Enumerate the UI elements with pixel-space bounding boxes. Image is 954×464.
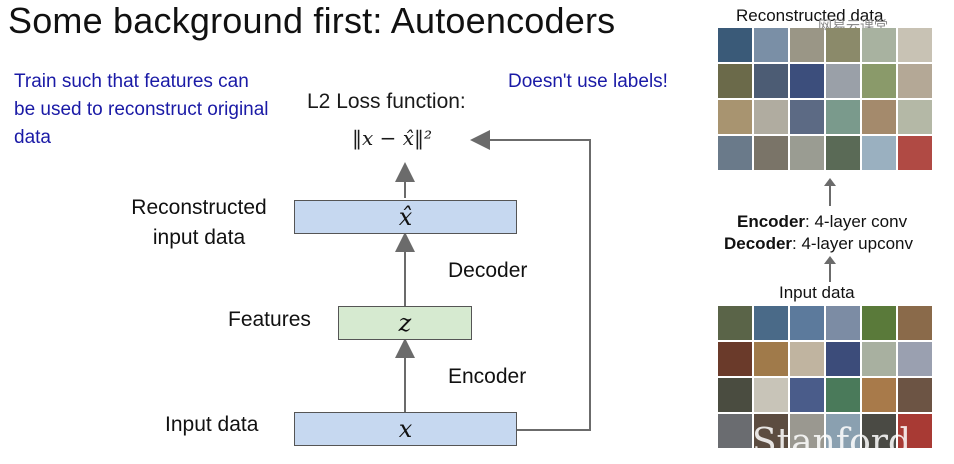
input-thumbnail — [862, 306, 896, 340]
input-thumbnail — [826, 378, 860, 412]
reconstructed-box: x̂ — [294, 200, 517, 234]
reconstructed-image-grid — [718, 28, 932, 170]
reconstructed-thumbnail — [754, 28, 788, 62]
decoder-key: Decoder — [724, 234, 793, 253]
input-thumbnail — [790, 378, 824, 412]
arrow-up-top — [824, 178, 836, 206]
input-label: Input data — [165, 413, 259, 436]
slide-title: Some background first: Autoencoders — [8, 0, 616, 41]
reconstructed-thumbnail — [718, 100, 752, 134]
decoder-desc: Decoder: 4-layer upconv — [724, 234, 913, 254]
encoder-desc: Encoder: 4-layer conv — [737, 212, 907, 232]
features-label: Features — [228, 308, 311, 331]
decoder-label: Decoder — [448, 259, 528, 282]
input-thumbnail — [898, 306, 932, 340]
stanford-watermark: Stanford — [752, 422, 912, 463]
input-thumbnail — [790, 414, 824, 448]
arrow-up-bottom — [824, 256, 836, 282]
reconstructed-thumbnail — [862, 100, 896, 134]
reconstructed-thumbnail — [826, 64, 860, 98]
input-thumbnail — [862, 414, 896, 448]
input-thumbnail — [718, 378, 752, 412]
reconstructed-thumbnail — [826, 28, 860, 62]
input-thumbnail — [754, 378, 788, 412]
loss-formula: ‖x − x̂‖² — [352, 126, 433, 150]
arrow-input-to-loss — [470, 130, 591, 431]
input-thumbnail — [862, 342, 896, 376]
reconstructed-data-caption: Reconstructed data — [736, 6, 884, 25]
reconstructed-thumbnail — [754, 100, 788, 134]
reconstructed-thumbnail — [898, 64, 932, 98]
reconstructed-thumbnail — [898, 100, 932, 134]
reconstructed-thumbnail — [754, 64, 788, 98]
input-thumbnail — [718, 306, 752, 340]
reconstructed-thumbnail — [718, 64, 752, 98]
diagram-arrows — [395, 130, 591, 431]
input-thumbnail — [826, 306, 860, 340]
input-thumbnail — [898, 342, 932, 376]
input-thumbnail — [718, 414, 752, 448]
reconstructed-thumbnail — [898, 136, 932, 170]
reconstructed-thumbnail — [826, 136, 860, 170]
encoder-label: Encoder — [448, 365, 527, 388]
encoder-key: Encoder — [737, 212, 806, 231]
reconstructed-label: Reconstructed input data — [131, 196, 267, 249]
features-box: z — [338, 306, 472, 340]
input-thumbnail — [790, 306, 824, 340]
input-thumbnail — [718, 342, 752, 376]
reconstructed-thumbnail — [898, 28, 932, 62]
encoder-text: : 4-layer conv — [805, 212, 908, 231]
input-thumbnail — [754, 342, 788, 376]
reconstructed-thumbnail — [718, 28, 752, 62]
reconstructed-thumbnail — [754, 136, 788, 170]
training-note: Train such that features can be used to … — [14, 71, 269, 148]
input-thumbnail — [754, 414, 788, 448]
reconstructed-thumbnail — [790, 100, 824, 134]
reconstructed-thumbnail — [826, 100, 860, 134]
no-labels-note: Doesn't use labels! — [508, 71, 668, 92]
reconstructed-thumbnail — [790, 64, 824, 98]
input-thumbnail — [790, 342, 824, 376]
input-thumbnail — [862, 378, 896, 412]
input-thumbnail — [754, 306, 788, 340]
reconstructed-thumbnail — [862, 64, 896, 98]
loss-label: L2 Loss function: — [307, 90, 466, 113]
input-thumbnail — [826, 414, 860, 448]
input-image-grid — [718, 306, 932, 448]
input-box: x — [294, 412, 517, 446]
input-thumbnail — [898, 414, 932, 448]
decoder-text: : 4-layer upconv — [792, 234, 913, 253]
input-thumbnail — [826, 342, 860, 376]
reconstructed-thumbnail — [862, 136, 896, 170]
reconstructed-thumbnail — [862, 28, 896, 62]
input-thumbnail — [898, 378, 932, 412]
reconstructed-thumbnail — [790, 28, 824, 62]
reconstructed-thumbnail — [718, 136, 752, 170]
input-data-caption: Input data — [779, 283, 855, 302]
reconstructed-thumbnail — [790, 136, 824, 170]
